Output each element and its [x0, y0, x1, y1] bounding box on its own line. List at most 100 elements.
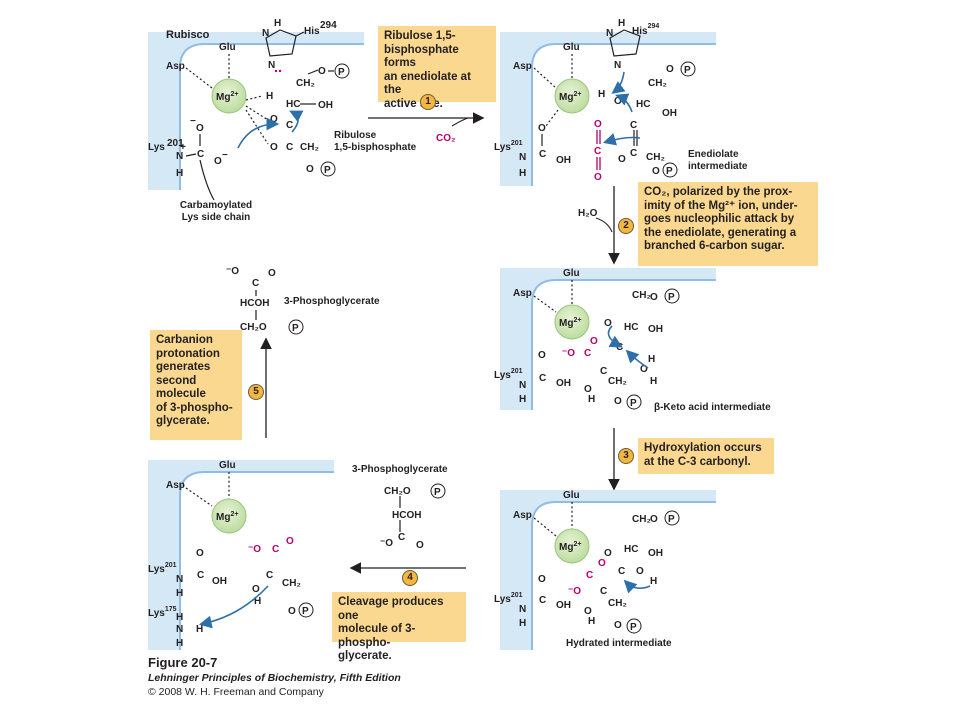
svg-text:OH: OH [556, 155, 571, 166]
svg-text:O: O [584, 384, 592, 395]
svg-text:P: P [434, 487, 441, 498]
svg-text:O: O [604, 548, 612, 559]
panel-rubisco-start: Rubisco Glu Asp Mg2+ H N N His 294 CH₂ O… [148, 18, 417, 223]
svg-text:O: O [306, 164, 314, 175]
svg-text:H: H [598, 89, 605, 100]
svg-text:OH: OH [556, 600, 571, 611]
svg-text:C: C [630, 148, 637, 159]
svg-text:O: O [196, 548, 204, 559]
step3-badge: 3 [618, 448, 634, 464]
mg-label: Mg2+ [216, 91, 238, 103]
svg-text:⁻O: ⁻O [248, 544, 261, 555]
svg-text:CH₂: CH₂ [296, 78, 315, 89]
svg-text:O: O [636, 566, 644, 577]
svg-text:CH₂: CH₂ [608, 376, 627, 387]
svg-text:OH: OH [318, 100, 333, 111]
svg-text:H: H [588, 616, 595, 627]
svg-text:C: C [600, 366, 607, 377]
svg-text:C: C [286, 142, 293, 153]
svg-text:C: C [266, 570, 273, 581]
svg-text:H: H [176, 588, 183, 599]
step2-note: CO₂, polarized by the prox- imity of the… [638, 182, 818, 266]
svg-text:O: O [252, 584, 260, 595]
svg-text:C: C [586, 570, 593, 581]
svg-text:H: H [176, 168, 183, 179]
svg-text:C: C [272, 544, 279, 555]
svg-text:HCOH: HCOH [392, 510, 421, 521]
svg-text:O: O [614, 396, 622, 407]
step4-note: Cleavage produces one molecule of 3-phos… [332, 592, 466, 662]
step2-badge: 2 [618, 218, 634, 234]
svg-text:C: C [197, 149, 204, 160]
svg-text:O: O [640, 364, 648, 375]
step5-note: Carbanion protonation generates second m… [150, 330, 242, 440]
svg-text:Asp: Asp [513, 288, 532, 299]
svg-text:O: O [538, 123, 546, 134]
svg-text:C: C [539, 373, 546, 384]
svg-text:H: H [176, 638, 183, 649]
svg-text:O: O [270, 142, 278, 153]
svg-text:N: N [519, 152, 526, 163]
step4-badge: 4 [402, 570, 418, 586]
svg-text:N: N [176, 574, 183, 585]
mg-ion-ball [211, 498, 247, 534]
svg-text:HCOH: HCOH [240, 298, 269, 309]
svg-text:−: − [190, 116, 196, 127]
svg-text:Lys175: Lys175 [148, 606, 177, 619]
svg-text:C: C [539, 595, 546, 606]
svg-text:⁻O: ⁻O [568, 586, 581, 597]
svg-text:HC: HC [624, 544, 638, 555]
svg-text:OH: OH [662, 108, 677, 119]
svg-text:CH₂: CH₂ [300, 142, 319, 153]
svg-text:⁻O: ⁻O [562, 348, 575, 359]
svg-text:P: P [292, 323, 299, 334]
svg-text:P: P [630, 398, 637, 409]
svg-text:O: O [652, 166, 660, 177]
glu-label: Glu [219, 42, 236, 53]
step1-arrow: CO₂ [368, 112, 485, 144]
svg-text:H: H [274, 18, 281, 29]
svg-text:H: H [266, 91, 273, 102]
svg-text:Glu: Glu [219, 460, 236, 471]
svg-text:O: O [650, 514, 658, 525]
svg-text:CH₂: CH₂ [646, 152, 665, 163]
svg-text:O: O [614, 620, 622, 631]
svg-text:O: O [214, 156, 222, 167]
figure-copyright: © 2008 W. H. Freeman and Company [148, 686, 324, 698]
svg-text:HC: HC [286, 99, 300, 110]
svg-text:P: P [338, 67, 345, 78]
svg-text:294: 294 [320, 20, 337, 31]
svg-text:Mg2+: Mg2+ [216, 511, 238, 523]
svg-text:201: 201 [167, 138, 184, 149]
svg-text:P: P [668, 514, 675, 525]
svg-text:O: O [196, 123, 204, 134]
svg-text:N: N [606, 28, 613, 39]
svg-text:H: H [650, 576, 657, 587]
svg-text:CH₂: CH₂ [632, 514, 651, 525]
svg-text:Glu: Glu [563, 42, 580, 53]
svg-text:CH₂O: CH₂O [240, 322, 267, 333]
svg-text:O: O [594, 172, 602, 183]
svg-text:C: C [539, 149, 546, 160]
svg-text:CH₂: CH₂ [632, 290, 651, 301]
svg-text:P: P [630, 622, 637, 633]
svg-text:O: O [650, 292, 658, 303]
svg-text:CH₂O: CH₂O [384, 486, 411, 497]
svg-text:P: P [684, 65, 691, 76]
h2o-label: H₂O [578, 208, 598, 219]
panel-hydrated: Glu Asp Mg2+ CH₂ O P HC OH O C O H C CH₂… [494, 490, 716, 650]
panel-cleavage: Glu Asp Mg2+ ⁻O C O C CH₂ O H O P O C OH… [148, 460, 334, 650]
svg-text:O: O [594, 119, 602, 130]
step5-badge: 5 [248, 384, 264, 400]
mg-ion-ball [554, 304, 590, 340]
step2-arrow: H₂O [578, 186, 620, 265]
hydrated-label: Hydrated intermediate [566, 638, 672, 649]
svg-text:C: C [618, 566, 625, 577]
svg-text:H: H [519, 618, 526, 629]
step3-note: Hydroxylation occurs at the C-3 carbonyl… [638, 438, 774, 474]
svg-text:N: N [176, 151, 183, 162]
svg-text:O: O [538, 350, 546, 361]
co2-label: CO₂ [436, 133, 455, 144]
mg-ion-ball [554, 528, 590, 564]
